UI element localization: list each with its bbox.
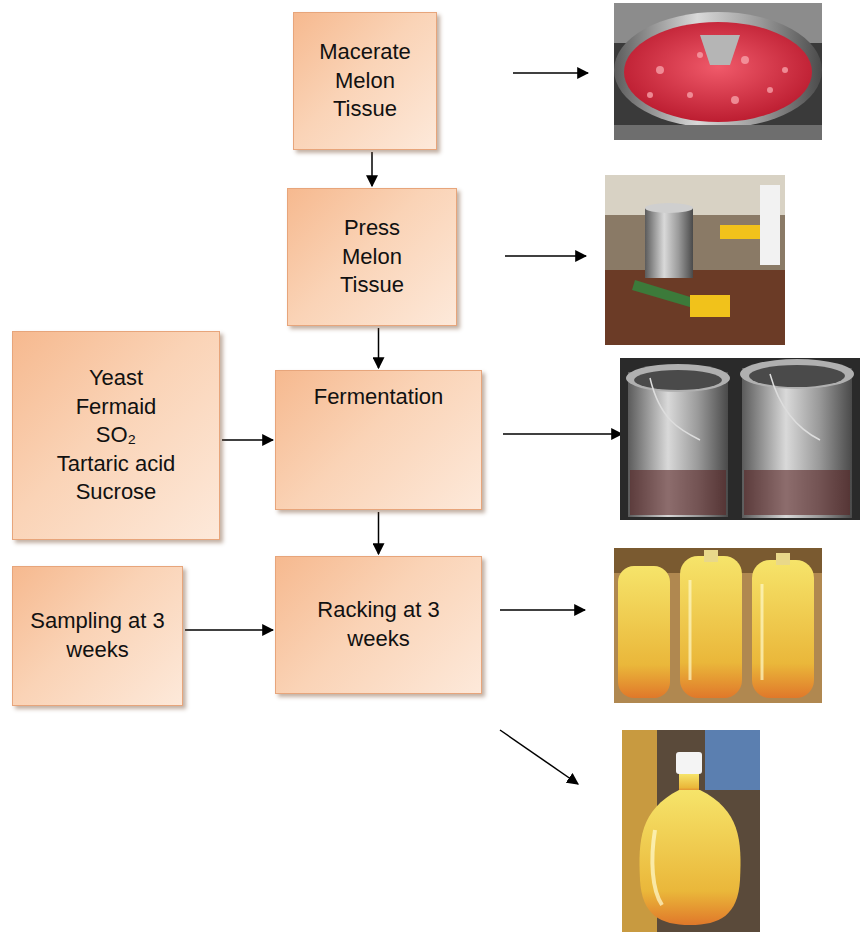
box-text: SO₂ [96, 421, 136, 450]
process-box: Press Melon Tissue [287, 188, 457, 326]
box-text: Tartaric acid [57, 450, 176, 479]
box-text: Macerate Melon Tissue [305, 38, 425, 124]
box-text: Fermentation [314, 383, 444, 412]
box-text: Fermaid [76, 393, 157, 422]
process-box: Fermentation [275, 370, 482, 510]
flow-arrow [222, 439, 273, 441]
box-text: Press Melon Tissue [312, 214, 432, 300]
process-box: Racking at 3 weeks [275, 556, 482, 694]
box-text: Racking at 3 weeks [304, 596, 454, 653]
box-text: Yeast [89, 364, 143, 393]
box-text: Sucrose [76, 478, 157, 507]
flow-arrow [378, 512, 380, 554]
process-box: Sampling at 3 weeks [12, 566, 183, 706]
box-text: Sampling at 3 weeks [23, 607, 173, 664]
process-box: Macerate Melon Tissue [293, 12, 437, 150]
flow-arrow [371, 152, 373, 186]
flow-arrow [185, 629, 273, 631]
flow-arrow [378, 328, 380, 368]
process-box: YeastFermaidSO₂Tartaric acidSucrose [12, 331, 220, 540]
